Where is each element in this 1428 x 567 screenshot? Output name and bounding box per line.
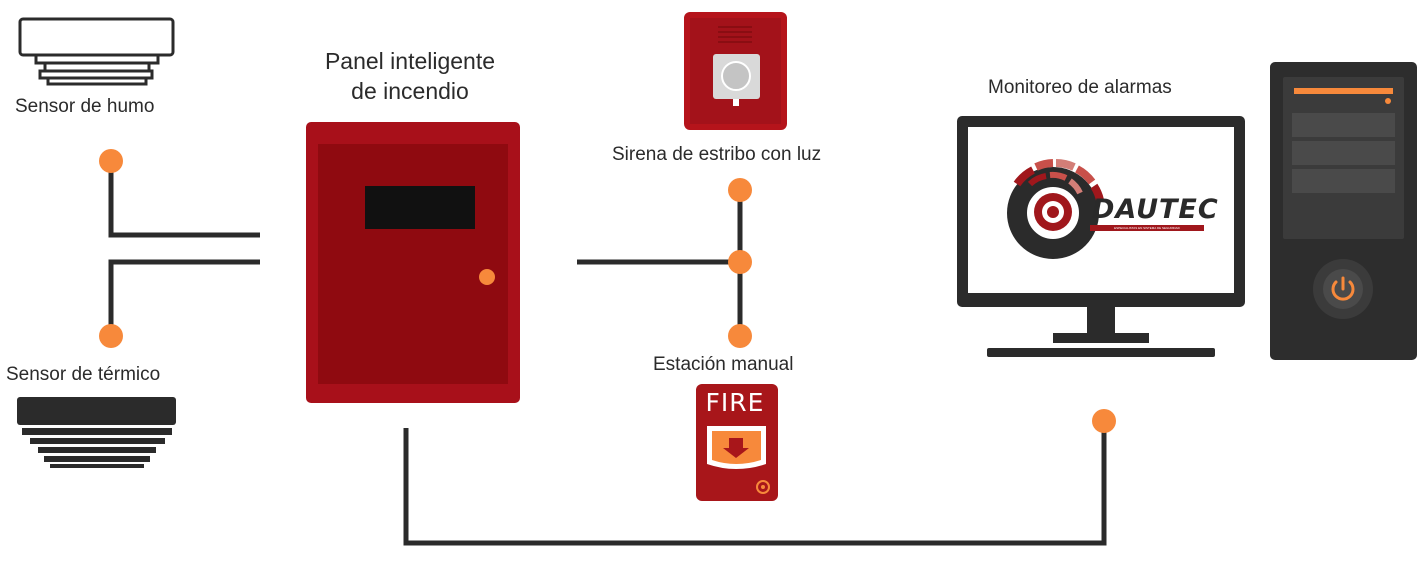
thermal-sensor-icon <box>17 397 176 468</box>
node-thermal-sensor <box>99 324 123 348</box>
panel-to-monitoring-wire <box>403 422 1107 546</box>
siren-label: Sirena de estribo con luz <box>612 144 822 165</box>
panel-title: Panel inteligente de incendio <box>300 46 520 106</box>
smoke-sensor-label: Sensor de humo <box>15 96 155 117</box>
panel-handle <box>479 269 495 285</box>
fire-panel-icon <box>306 122 520 403</box>
node-junction <box>728 250 752 274</box>
dautec-brand: DAUTEC <box>1092 194 1219 225</box>
siren-icon <box>684 12 787 130</box>
node-monitoring <box>1092 409 1116 433</box>
node-smoke-sensor <box>99 149 123 173</box>
monitoring-label: Monitoreo de alarmas <box>988 77 1172 98</box>
panel-title-line1: Panel inteligente <box>324 48 496 74</box>
pc-tower-icon <box>1270 62 1417 360</box>
fire-label: FIRE <box>705 388 765 417</box>
dautec-tagline: ESPECIALISTAS EN SISTEMA DE SEGURIDAD <box>1090 225 1204 231</box>
smoke-sensor-icon <box>18 17 175 86</box>
manual-station-icon <box>696 384 778 501</box>
manual-station-label: Estación manual <box>653 354 794 375</box>
smoke-sensor-wire <box>108 162 260 238</box>
monitor-icon <box>957 116 1245 357</box>
thermal-sensor-wire <box>108 259 260 335</box>
node-siren <box>728 178 752 202</box>
panel-display <box>365 186 475 229</box>
node-manual-station <box>728 324 752 348</box>
thermal-sensor-label: Sensor de térmico <box>6 364 161 385</box>
dautec-logo-icon <box>1007 159 1104 259</box>
connection-nodes <box>99 149 1116 433</box>
panel-title-line2: de incendio <box>351 78 469 104</box>
connection-lines <box>108 162 1107 546</box>
